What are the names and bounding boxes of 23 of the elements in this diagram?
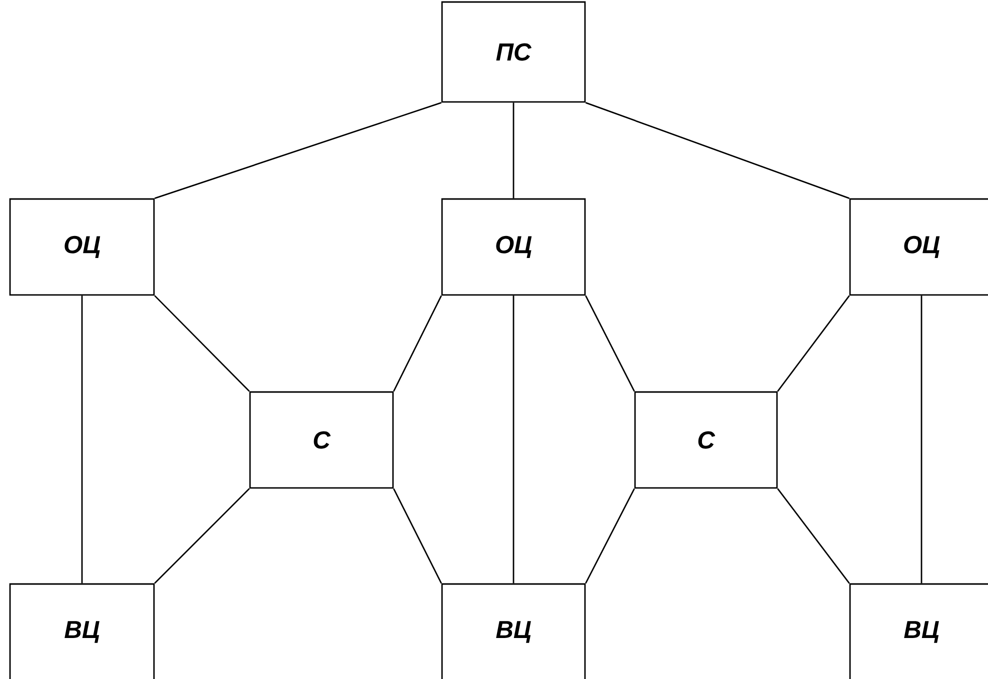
connector-line [920,296,922,584]
connector-line [81,296,83,584]
connector-line [585,295,635,392]
connector-line [777,488,850,584]
connector-line [393,295,442,392]
connector-line [154,488,250,584]
connector-line [154,295,250,392]
block-box: ПС [441,1,586,103]
connector-line [585,102,850,199]
block-box: ВЦ [849,583,988,679]
connector-line [585,488,635,584]
connector-line [393,488,442,584]
block-box: ВЦ [9,583,155,679]
block-box: ВЦ [441,583,586,679]
block-box: С [249,391,394,489]
block-box: ОЦ [849,198,988,296]
connector-line [777,295,850,392]
block-box: ОЦ [9,198,155,296]
block-box: ОЦ [441,198,586,296]
connector-line [512,102,514,198]
connector-line [154,102,442,199]
connector-line [512,296,514,584]
block-box: С [634,391,778,489]
